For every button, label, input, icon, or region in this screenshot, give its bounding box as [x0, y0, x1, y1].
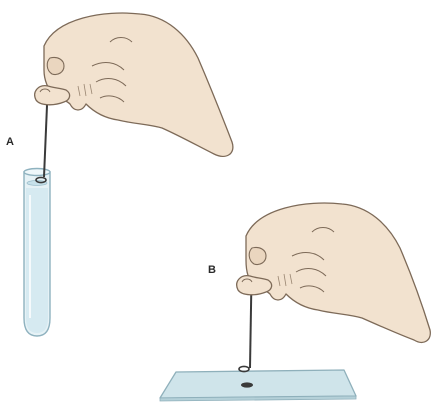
hand-b-palm [246, 203, 430, 342]
label-b: B [208, 264, 216, 276]
hand-a-palm [44, 13, 233, 156]
microscope-slide [160, 370, 356, 401]
test-tube [24, 169, 50, 337]
loop-tip-b [239, 366, 249, 371]
step-b-group: B [160, 203, 430, 401]
label-a: A [6, 136, 14, 148]
hand-b [237, 203, 431, 342]
hand-a-index-finger [47, 57, 64, 74]
test-tube-rim [24, 169, 50, 176]
step-a-group: A [6, 13, 233, 336]
sample-smear [241, 382, 253, 387]
hand-b-index-finger [249, 247, 266, 264]
slide-top [160, 370, 356, 398]
hand-a [35, 13, 233, 156]
